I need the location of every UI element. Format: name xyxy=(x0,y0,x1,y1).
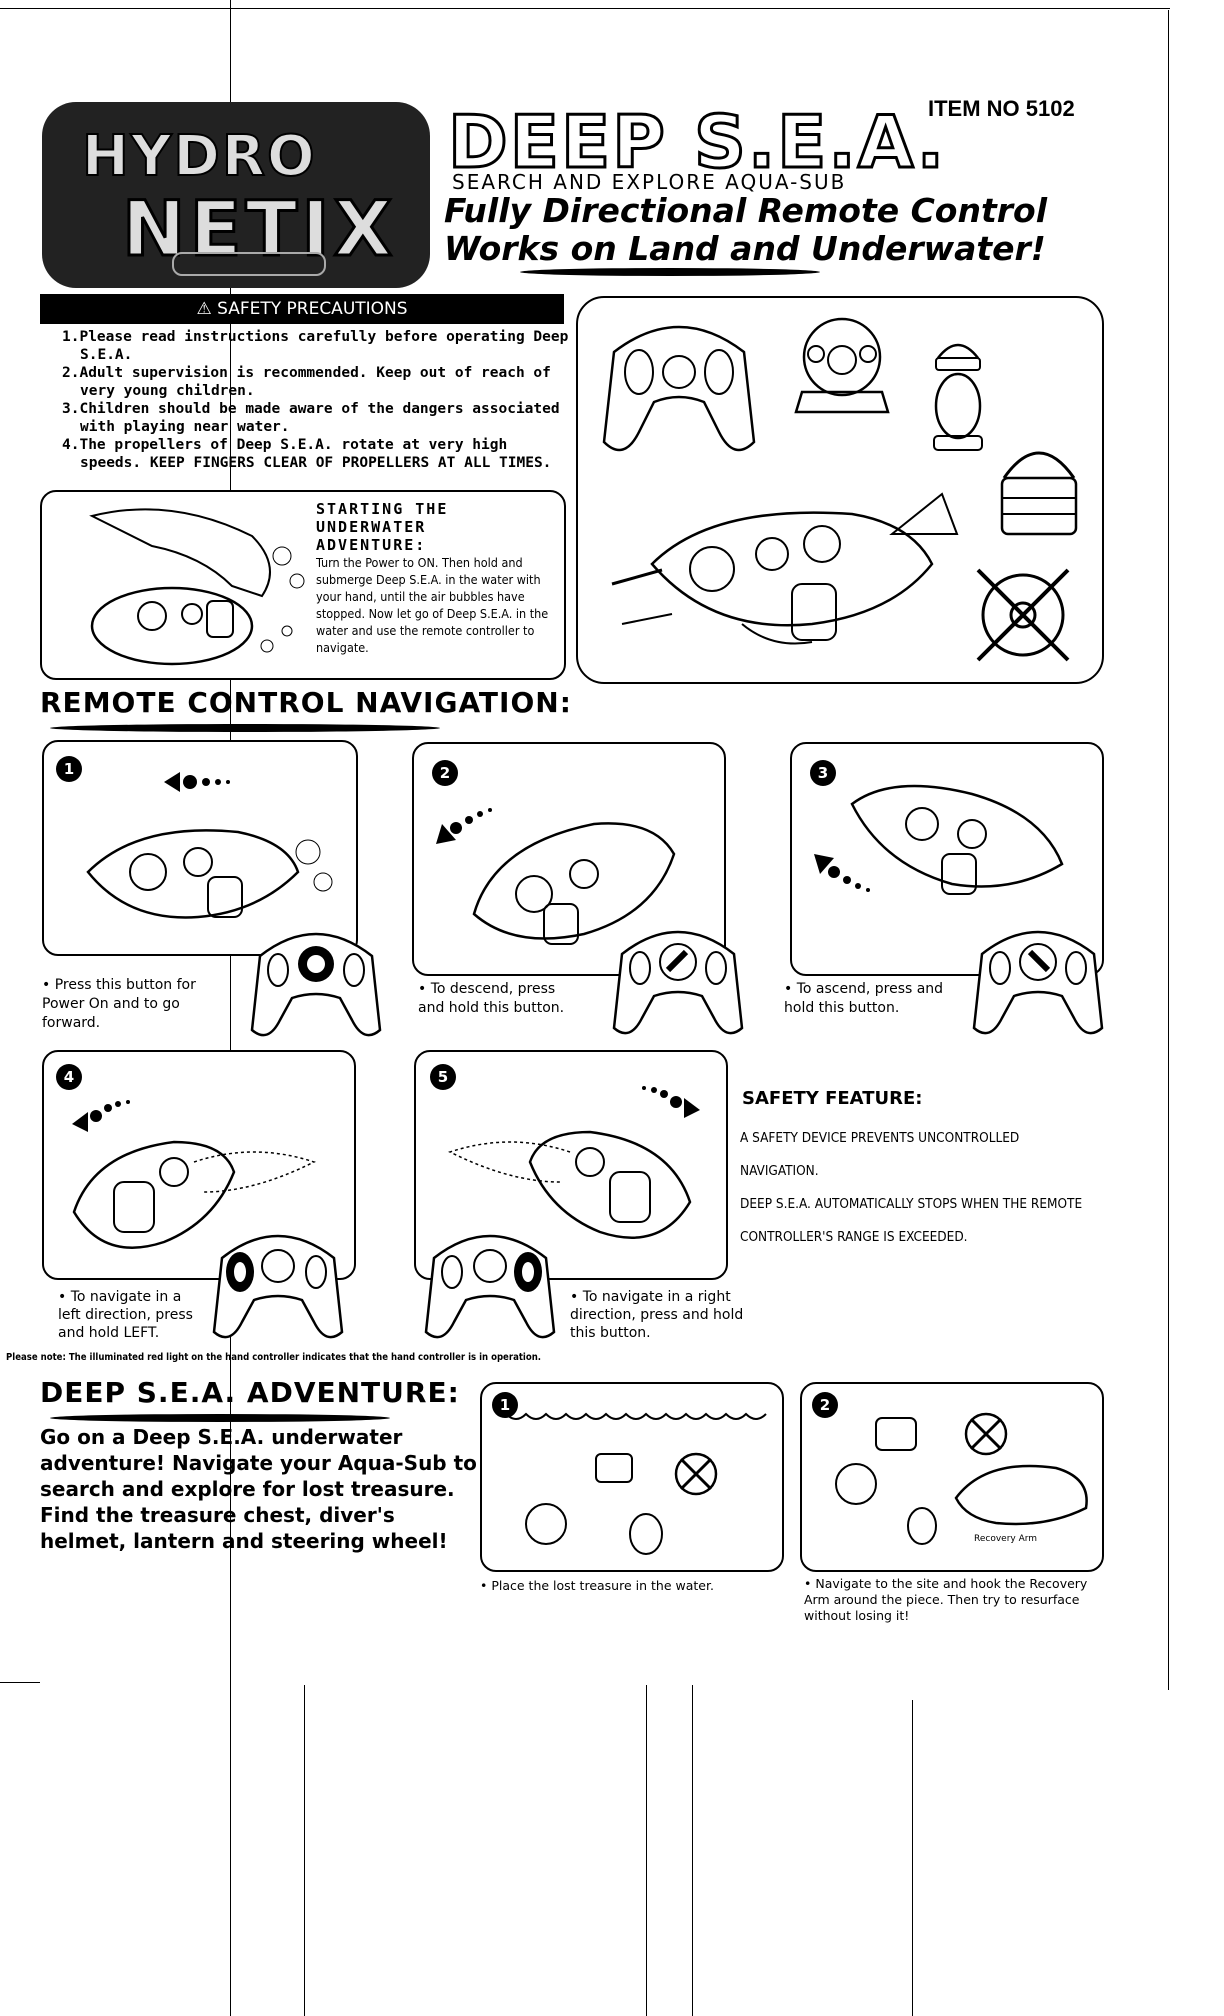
step-number: 4 xyxy=(56,1064,82,1090)
aqua-sub-forward-illustration xyxy=(86,829,333,919)
page-edge-right xyxy=(1168,10,1169,1690)
safety-item: 2.Adult supervision is recommended. Keep… xyxy=(62,365,551,399)
brand-tagline: SEARCH AND EXPLORE AQUA-SUB xyxy=(452,170,847,194)
recovery-illustration xyxy=(835,1412,1088,1545)
remote-controller-left-icon xyxy=(212,1234,344,1339)
nav-step-1-box: 1 xyxy=(42,740,358,956)
lower-panel-line xyxy=(692,1685,693,2016)
arrow-left-turn-icon xyxy=(72,1100,130,1132)
step-number: 2 xyxy=(432,760,458,786)
diver-helmet-icon xyxy=(794,317,890,414)
adventure-step-2-box: 2 Recovery Arm xyxy=(800,1382,1104,1572)
page-edge-top xyxy=(0,8,1170,9)
safety-feature-title: SAFETY FEATURE: xyxy=(742,1088,923,1109)
slogan-swoosh xyxy=(520,268,820,276)
remote-controller-power-icon xyxy=(250,932,382,1037)
treasure-chest-icon xyxy=(1000,451,1078,536)
step-number: 2 xyxy=(812,1392,838,1418)
aqua-sub-illustration xyxy=(611,492,959,645)
safety-precautions-heading: ⚠ SAFETY PRECAUTIONS xyxy=(40,294,564,324)
lower-panel-line xyxy=(646,1685,647,2016)
navigation-title: REMOTE CONTROL NAVIGATION: xyxy=(40,686,572,719)
safety-precautions-list: 1.Please read instructions carefully bef… xyxy=(52,328,572,472)
step-number: 1 xyxy=(56,756,82,782)
nav-step-2-caption: • To descend, press and hold this button… xyxy=(418,981,565,1016)
arrow-right-turn-icon xyxy=(642,1086,700,1118)
aqua-sub-left-illustration xyxy=(72,1140,316,1249)
starting-text: Turn the Power to ON. Then hold and subm… xyxy=(316,555,549,655)
nav-step-4-caption: • To navigate in a left direction, press… xyxy=(58,1289,193,1341)
arrow-down-left-icon xyxy=(436,808,492,844)
adventure-step-1-box: 1 xyxy=(480,1382,784,1572)
hand-submerge-illustration xyxy=(89,508,305,666)
hydronetix-logo: HYDRO NETIX xyxy=(42,102,430,288)
nav-step-1-caption: • Press this button for Power On and to … xyxy=(42,977,196,1031)
fold-line xyxy=(230,0,231,2016)
safety-item: 3.Children should be made aware of the d… xyxy=(62,401,560,435)
adventure-title: DEEP S.E.A. ADVENTURE: xyxy=(40,1376,460,1409)
remote-controller-right-icon xyxy=(424,1234,556,1339)
navigation-swoosh xyxy=(50,724,440,732)
adventure-step-1-caption: • Place the lost treasure in the water. xyxy=(480,1578,714,1593)
safety-item: 1.Please read instructions carefully bef… xyxy=(62,329,569,363)
brand-title: DEEP S.E.A. xyxy=(446,99,947,186)
navigation-note: Please note: The illuminated red light o… xyxy=(6,1352,542,1363)
remote-controller-ascend-icon xyxy=(972,930,1104,1035)
remote-controller-descend-icon xyxy=(612,930,744,1035)
step-number: 1 xyxy=(492,1392,518,1418)
arrow-left-icon xyxy=(164,772,230,792)
treasure-in-water-illustration xyxy=(505,1412,767,1555)
lantern-icon xyxy=(933,343,983,451)
steering-wheel-icon xyxy=(976,568,1070,662)
arrow-up-left-icon xyxy=(814,854,870,892)
lower-edge-mark xyxy=(0,1682,40,1683)
item-number: ITEM NO 5102 xyxy=(928,96,1075,121)
slogan: Fully Directional Remote Control Works o… xyxy=(444,191,1048,268)
nav-step-5-box: 5 xyxy=(414,1050,728,1280)
adventure-step-2-caption: • Navigate to the site and hook the Reco… xyxy=(804,1576,1088,1623)
safety-item: 4.The propellers of Deep S.E.A. rotate a… xyxy=(62,437,552,471)
aqua-sub-descend-illustration xyxy=(472,822,676,945)
remote-controller-icon xyxy=(602,325,756,452)
starting-adventure-box: STARTING THE UNDERWATER ADVENTURE: Turn … xyxy=(40,490,566,680)
contents-illustration-box xyxy=(576,296,1104,684)
recovery-arm-label: Recovery Arm xyxy=(974,1534,1038,1544)
step-number: 3 xyxy=(810,760,836,786)
lower-panel-line xyxy=(304,1685,305,2016)
lower-panel-line xyxy=(912,1700,913,2016)
nav-step-3-caption: • To ascend, press and hold this button. xyxy=(784,981,944,1016)
aqua-sub-ascend-illustration xyxy=(850,784,1064,895)
aqua-sub-right-illustration xyxy=(448,1130,692,1239)
adventure-text: Go on a Deep S.E.A. underwater adventure… xyxy=(40,1425,477,1553)
safety-feature-text: A SAFETY DEVICE PREVENTS UNCONTROLLED NA… xyxy=(740,1130,1083,1245)
nav-step-5-caption: • To navigate in a right direction, pres… xyxy=(570,1289,744,1341)
step-number: 5 xyxy=(430,1064,456,1090)
starting-title: STARTING THE UNDERWATER ADVENTURE: xyxy=(316,500,449,554)
adventure-swoosh xyxy=(50,1414,390,1422)
